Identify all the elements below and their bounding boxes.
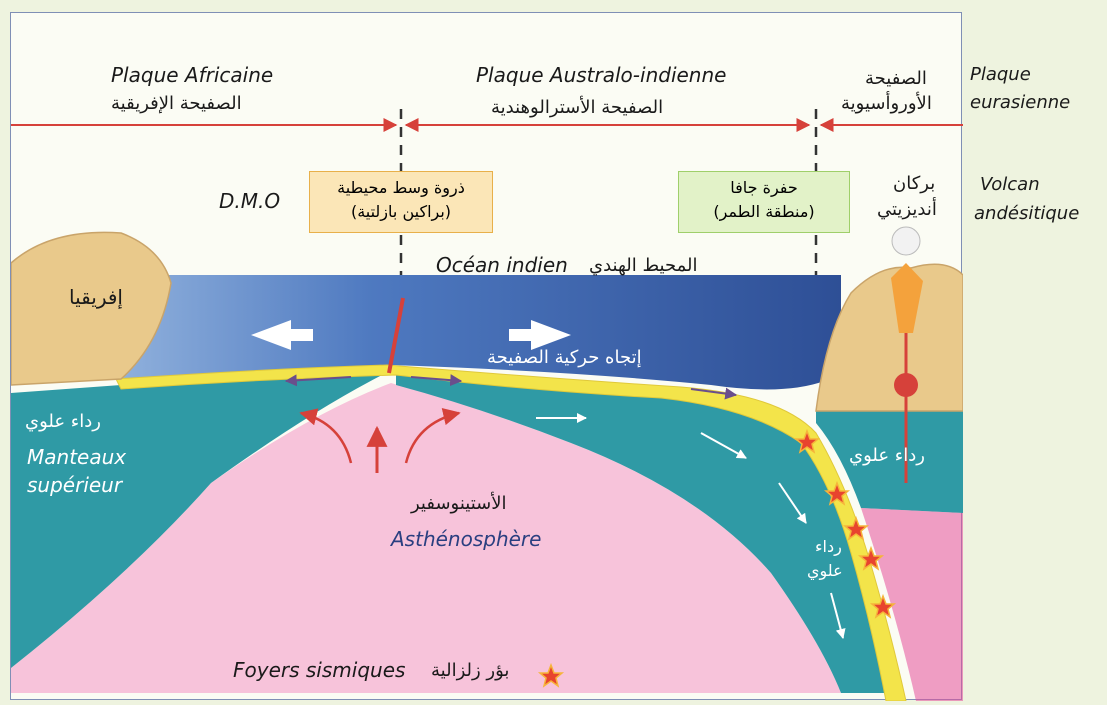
african-plate-ar: الصفيحة الإفريقية [111, 93, 242, 114]
asthenosphere-fr: Asthénosphère [391, 527, 541, 551]
volcano-ar-2: أنديزيتي [877, 199, 937, 220]
ocean-label-fr: Océan indien [436, 253, 568, 277]
trench-label-line1: حفرة جافا [685, 176, 843, 200]
african-plate-fr: Plaque Africaine [111, 63, 273, 87]
plate-motion-label: إتجاه حركية الصفيحة [487, 347, 642, 368]
trench-label-line2: (منطقة الطمر) [685, 200, 843, 224]
mantle-right-ar: رداء علوي [849, 445, 925, 466]
australo-plate-fr: Plaque Australo-indienne [476, 63, 726, 87]
volcano-fr-1: Volcan [980, 174, 1040, 195]
africa-label: إفريقيا [69, 285, 123, 309]
mantle-fr-1: Manteaux [27, 445, 126, 469]
magma-chamber [894, 373, 918, 397]
volcano-fr-2: andésitique [974, 203, 1079, 224]
trench-label-box: حفرة جافا (منطقة الطمر) [678, 171, 850, 233]
ocean-label-ar: المحيط الهندي [589, 255, 698, 276]
eurasian-plate-ar-1: الصفيحة [865, 68, 927, 89]
ridge-label-box: ذروة وسط محيطية (براكين بازلتية) [309, 171, 493, 233]
asthenosphere-ar: الأستينوسفير [411, 493, 507, 514]
eurasian-plate-fr-1: Plaque [970, 64, 1031, 85]
ridge-label-line2: (براكين بازلتية) [316, 200, 486, 224]
ridge-label-line1: ذروة وسط محيطية [316, 176, 486, 200]
volcano-ash-plume [892, 227, 920, 255]
mantle-slab-ar-2: علوي [807, 561, 843, 580]
mantle-left-ar: رداء علوي [25, 411, 101, 432]
volcano-ar-1: بركان [893, 173, 935, 194]
diagram-panel: Plaque Africaine الصفيحة الإفريقية Plaqu… [10, 12, 962, 700]
eurasian-plate-fr-2: eurasienne [970, 92, 1070, 113]
australo-plate-ar: الصفيحة الأسترالوهندية [491, 97, 663, 118]
mantle-fr-2: supérieur [27, 473, 122, 497]
mantle-slab-ar-1: رداء [815, 537, 842, 556]
ridge-code: D.M.O [219, 189, 280, 213]
legend-ar: بؤر زلزالية [431, 660, 509, 681]
legend-fr: Foyers sismiques [233, 658, 405, 682]
eurasian-plate-ar-2: الأوروأسيوية [841, 93, 932, 114]
